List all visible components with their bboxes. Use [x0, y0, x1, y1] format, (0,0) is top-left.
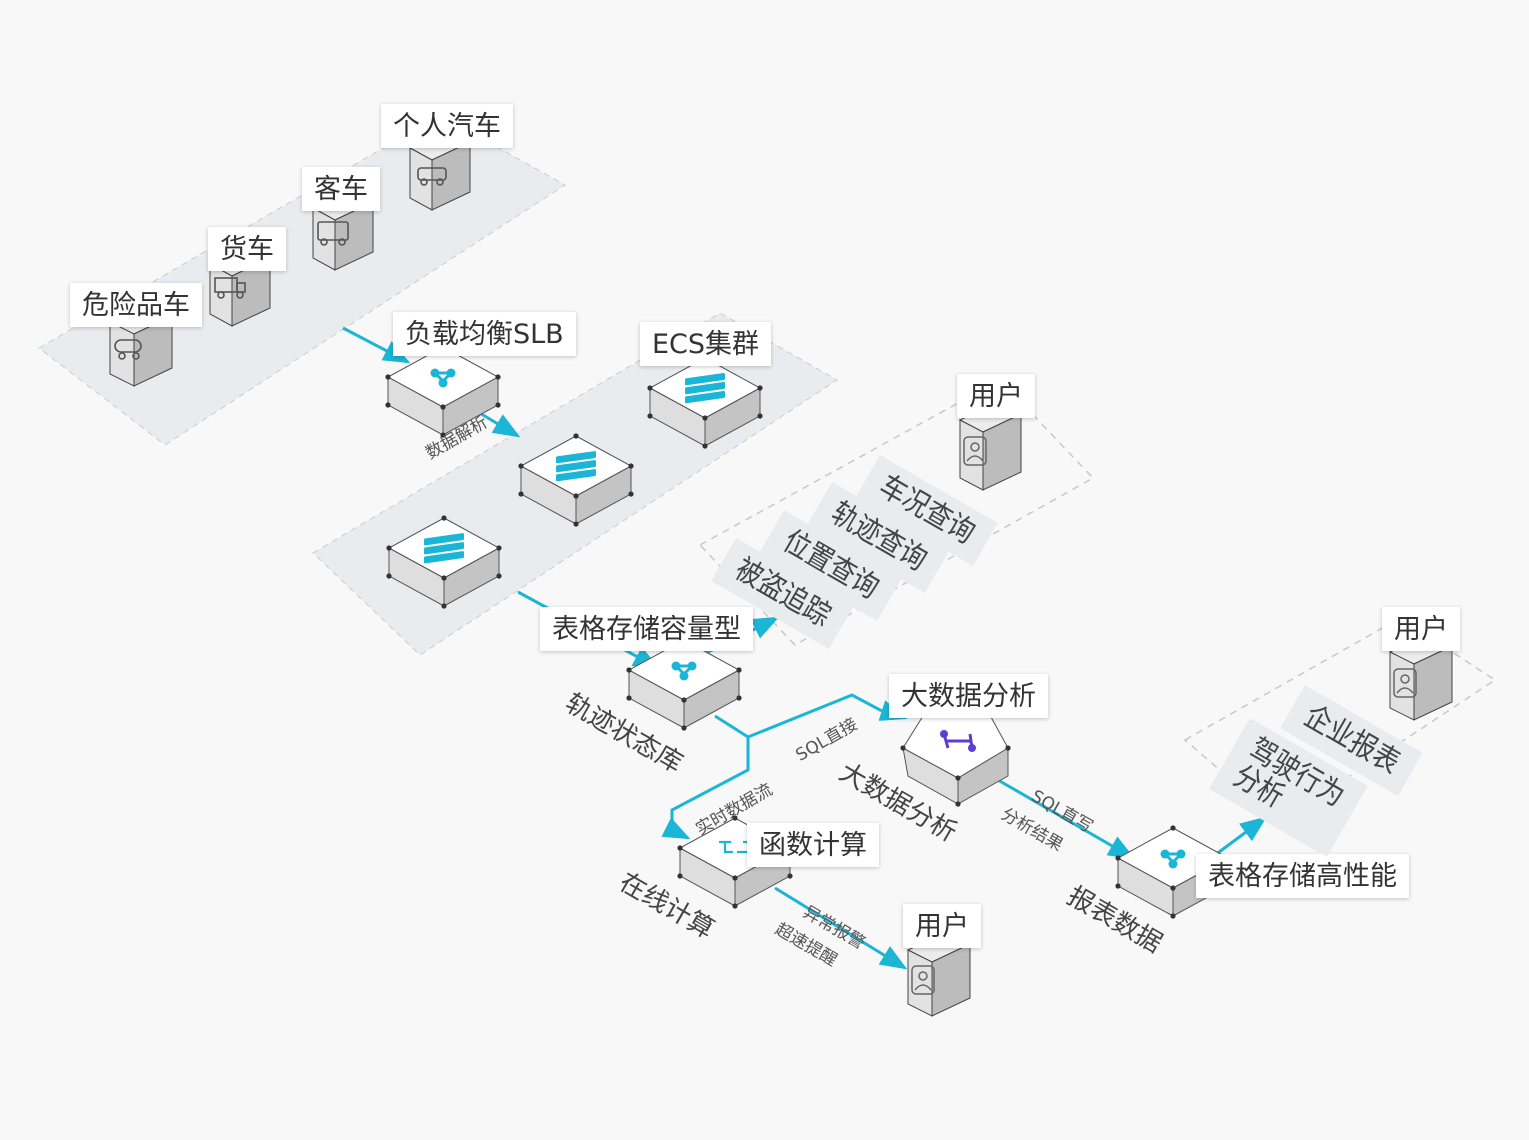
ecs-cube-1	[647, 355, 763, 449]
label-fc: 函数计算	[747, 823, 879, 867]
label-tablestore-capacity: 表格存储容量型	[540, 607, 753, 651]
label-hazmat: 危险品车	[70, 283, 202, 327]
user-device-2	[1388, 633, 1454, 721]
label-bigdata: 大数据分析	[889, 674, 1048, 718]
network-icon	[1160, 849, 1186, 869]
tablestore-capacity-cube	[626, 637, 742, 731]
label-bus: 客车	[302, 167, 380, 211]
server-icon	[424, 533, 464, 564]
bus-icon	[317, 221, 349, 246]
function-icon	[719, 840, 753, 854]
label-tablestore-perf: 表格存储高性能	[1196, 854, 1409, 898]
users-icon	[963, 436, 987, 466]
truck-icon	[214, 277, 246, 299]
server-icon	[685, 373, 725, 404]
tanker-icon	[114, 339, 142, 360]
label-user-1: 用户	[957, 374, 1035, 418]
label-slb: 负载均衡SLB	[393, 312, 576, 356]
label-user-3: 用户	[903, 904, 981, 948]
users-icon	[1393, 668, 1417, 698]
network-icon	[671, 661, 697, 681]
car-icon	[417, 167, 447, 186]
ecs-cube-2	[518, 433, 634, 527]
ecs-cube-3	[386, 515, 502, 609]
label-ecs: ECS集群	[640, 322, 772, 366]
users-icon	[911, 965, 935, 995]
label-car: 个人汽车	[381, 104, 513, 148]
label-truck: 货车	[208, 227, 286, 271]
network-icon	[430, 368, 456, 388]
label-user-2: 用户	[1382, 607, 1460, 651]
analytics-icon	[940, 730, 976, 752]
server-icon	[556, 451, 596, 482]
slb-cube	[385, 344, 501, 438]
